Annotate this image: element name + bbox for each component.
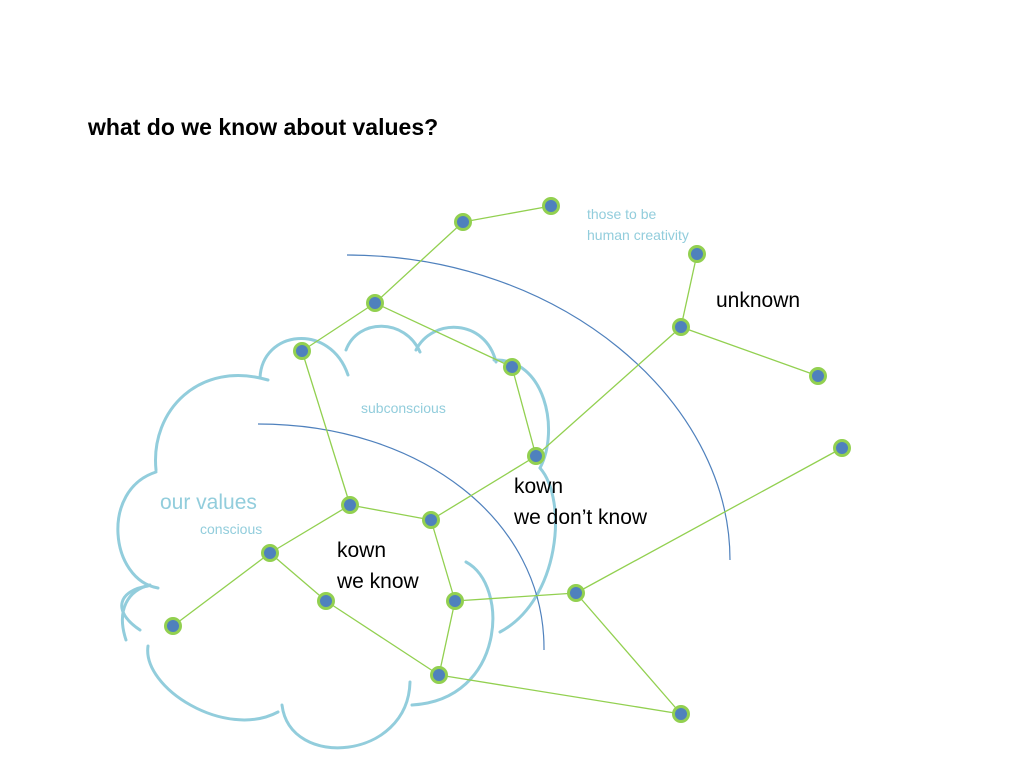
inner-boundary-arc <box>257 423 545 651</box>
node <box>567 584 585 602</box>
link <box>374 302 513 368</box>
link <box>172 552 271 627</box>
node <box>542 197 560 215</box>
node <box>293 342 311 360</box>
link <box>301 350 351 506</box>
node <box>430 666 448 684</box>
link <box>575 592 682 715</box>
node <box>833 439 851 457</box>
outer-boundary-arc <box>346 254 731 561</box>
label-human-creativity: human creativity <box>587 227 689 243</box>
link <box>349 504 432 521</box>
link <box>430 455 537 521</box>
link <box>269 504 351 554</box>
link <box>535 326 682 457</box>
node <box>446 592 464 610</box>
link <box>680 253 698 328</box>
node <box>422 511 440 529</box>
label-known-known-line2: we know <box>336 570 420 593</box>
link <box>374 221 464 304</box>
link <box>454 592 577 602</box>
node <box>503 358 521 376</box>
label-subconscious: subconscious <box>361 400 446 416</box>
label-conscious: conscious <box>200 521 262 537</box>
link <box>511 366 537 457</box>
node <box>527 447 545 465</box>
label-our-values: our values <box>160 491 257 514</box>
link <box>301 302 376 352</box>
label-unknown: unknown <box>716 289 800 312</box>
node <box>317 592 335 610</box>
label-known-unknown-line2: we don’t know <box>513 506 648 529</box>
link <box>269 552 327 602</box>
network-nodes <box>164 197 851 723</box>
node <box>261 544 279 562</box>
node <box>809 367 827 385</box>
slide-title: what do we know about values? <box>88 114 439 140</box>
link <box>438 600 456 676</box>
link <box>462 205 552 223</box>
link <box>438 674 682 715</box>
node <box>672 705 690 723</box>
node <box>688 245 706 263</box>
values-cloud <box>116 324 557 750</box>
label-those-to-be: those to be <box>587 206 656 222</box>
node <box>366 294 384 312</box>
node <box>672 318 690 336</box>
node <box>164 617 182 635</box>
link <box>430 519 456 602</box>
node <box>454 213 472 231</box>
node <box>341 496 359 514</box>
link <box>575 447 843 594</box>
link <box>325 600 440 676</box>
label-known-unknown-line1: kown <box>514 475 563 498</box>
link <box>680 326 819 377</box>
network-links <box>172 205 843 715</box>
label-known-known-line1: kown <box>337 539 386 562</box>
